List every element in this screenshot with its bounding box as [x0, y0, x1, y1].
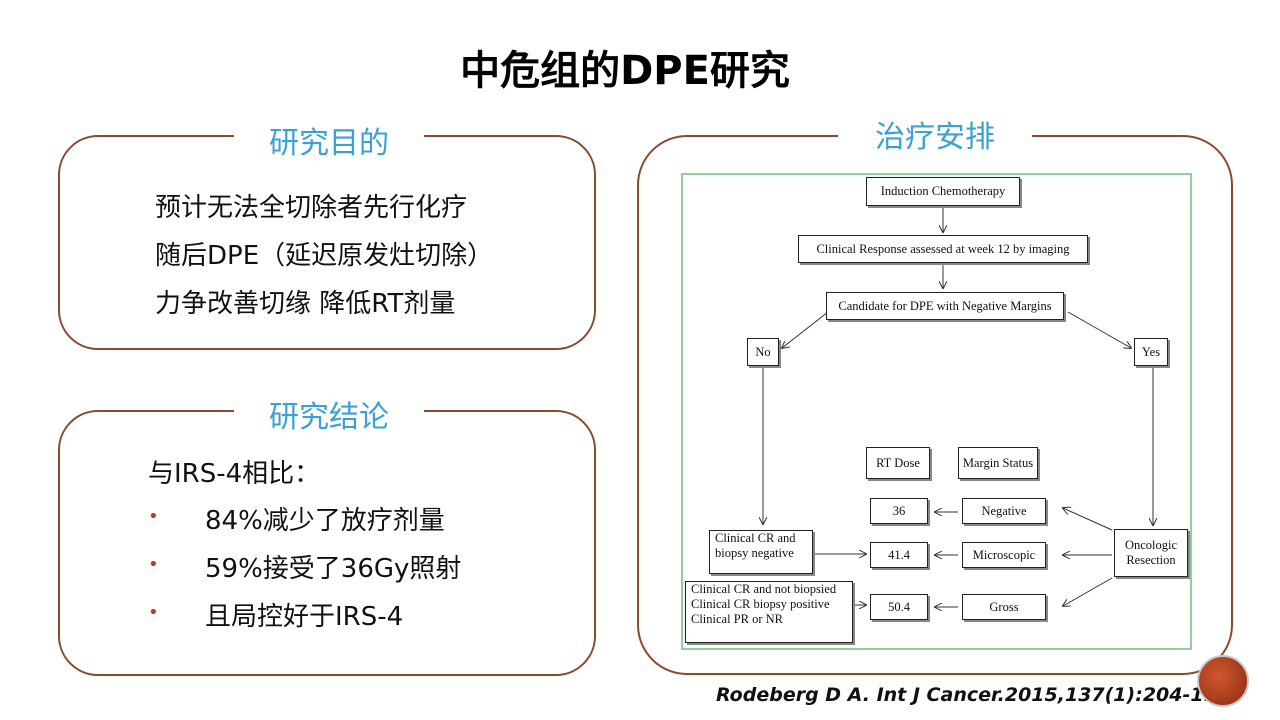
purpose-heading: 研究目的	[234, 118, 424, 162]
clinical-cr-line: Clinical CR and	[715, 531, 796, 545]
yes-box: Yes	[1134, 338, 1168, 366]
clinical-other-line: Clinical CR and not biopsied	[691, 582, 837, 596]
purpose-line: 预计无法全切除者先行化疗	[155, 193, 468, 223]
citation: Rodeberg D A. Int J Cancer.2015,137(1):2…	[716, 684, 1225, 706]
oncologic-resection-box: Oncologic Resection	[1114, 529, 1188, 577]
dose-36-box: 36	[870, 498, 928, 524]
clinical-other-line: Clinical CR biopsy positive	[691, 597, 830, 611]
conclusion-bullet: 且局控好于IRS-4	[205, 602, 404, 632]
conclusion-bullet: 84%减少了放疗剂量	[205, 506, 445, 536]
negative-box: Negative	[962, 498, 1046, 524]
purpose-line: 随后DPE（延迟原发灶切除）	[155, 241, 494, 271]
bullet-dot-icon: •	[148, 506, 159, 527]
response-box: Clinical Response assessed at week 12 by…	[798, 235, 1088, 263]
conclusion-box	[58, 410, 596, 676]
arrow-line	[1063, 508, 1113, 531]
candidate-box: Candidate for DPE with Negative Margins	[826, 292, 1064, 320]
clinical-other-box: Clinical CR and not biopsied Clinical CR…	[685, 581, 853, 643]
arrow-line	[1067, 311, 1131, 348]
page-title: 中危组的DPE研究	[460, 48, 790, 94]
purpose-box	[58, 135, 596, 350]
arrow-line	[1063, 577, 1113, 606]
conclusion-intro: 与IRS-4相比：	[148, 459, 321, 489]
conclusion-heading: 研究结论	[234, 392, 424, 436]
dose-50-box: 50.4	[870, 594, 928, 620]
clinical-other-line: Clinical PR or NR	[691, 612, 784, 626]
purpose-line: 力争改善切缘 降低RT剂量	[155, 289, 456, 319]
purpose-lines: 预计无法全切除者先行化疗 随后DPE（延迟原发灶切除） 力争改善切缘 降低RT剂…	[155, 184, 493, 328]
arrow-line	[782, 311, 829, 348]
rt-dose-header: RT Dose	[866, 447, 930, 479]
resection-line: Oncologic	[1124, 538, 1178, 552]
margin-status-header: Margin Status	[958, 447, 1038, 479]
treatment-heading: 治疗安排	[838, 112, 1032, 156]
resection-line: Resection	[1126, 553, 1176, 567]
gross-box: Gross	[962, 594, 1046, 620]
microscopic-box: Microscopic	[962, 542, 1046, 568]
no-box: No	[747, 338, 779, 366]
induction-box: Induction Chemotherapy	[866, 177, 1020, 206]
bullet-dot-icon: •	[148, 602, 159, 623]
dose-41-box: 41.4	[870, 542, 928, 568]
conclusion-bullet: 59%接受了36Gy照射	[205, 554, 462, 584]
clinical-cr-line: biopsy negative	[715, 546, 794, 560]
clinical-cr-negative-box: Clinical CR and biopsy negative	[709, 530, 813, 574]
bullet-dot-icon: •	[148, 554, 159, 575]
circle-logo-icon	[1197, 655, 1249, 707]
